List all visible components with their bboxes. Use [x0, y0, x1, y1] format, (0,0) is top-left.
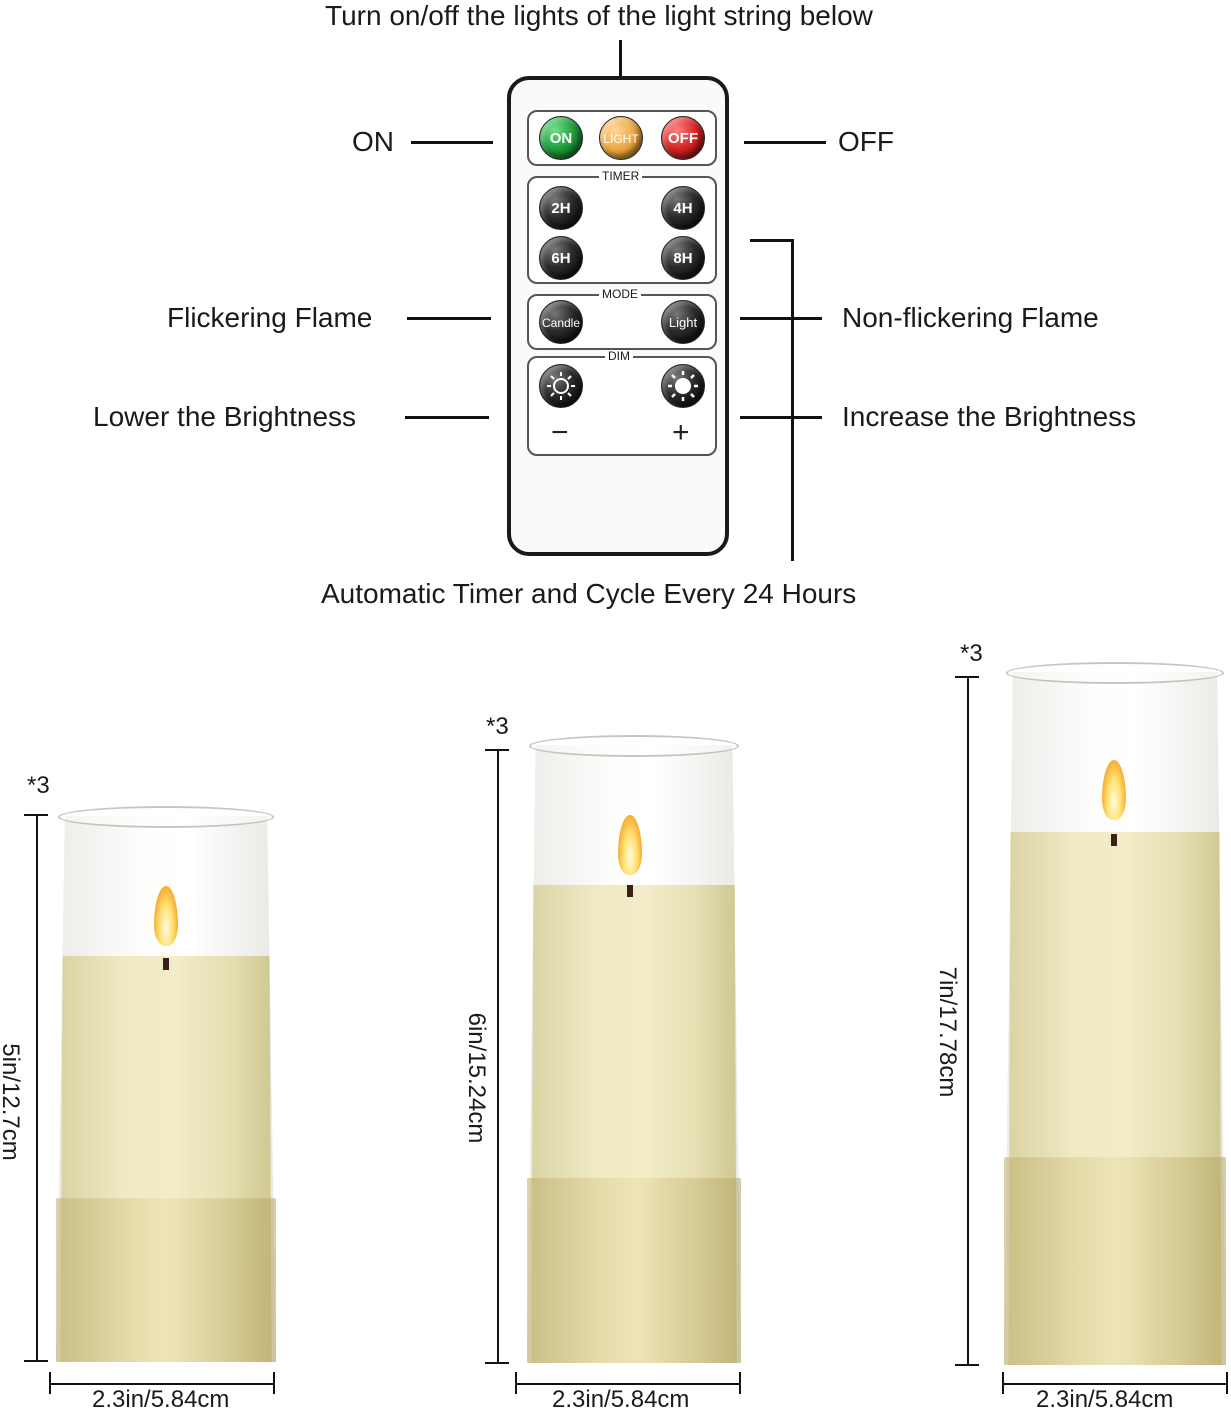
- remote-control: ON LIGHT OFF TIMER 2H 4H 6H 8H MODE Cand…: [507, 76, 729, 556]
- candle-1-width-cap-right: [273, 1372, 275, 1394]
- callout-lower-line: [405, 416, 489, 419]
- on-button[interactable]: ON: [539, 116, 583, 160]
- candle-1-height-line: [36, 815, 38, 1360]
- candle-1-rim: [58, 806, 274, 828]
- off-button[interactable]: OFF: [661, 116, 705, 160]
- candle-3-height-line: [967, 677, 969, 1365]
- candle-1-wick: [163, 958, 169, 970]
- dim-panel: DIM −: [527, 350, 717, 456]
- timer-8h-button[interactable]: 8H: [661, 236, 705, 280]
- candle-3-multiplier: *3: [960, 640, 983, 667]
- callout-lower: Lower the Brightness: [93, 401, 357, 432]
- callout-non-flickering: Non-flickering Flame: [842, 302, 1099, 333]
- callout-on: ON: [352, 126, 394, 157]
- candle-mode-button[interactable]: Candle: [539, 300, 583, 344]
- top-label: Turn on/off the lights of the light stri…: [325, 0, 873, 31]
- dim-minus-sign: −: [551, 416, 569, 449]
- candle-1-height-cap-top: [24, 814, 48, 816]
- top-connector-line: [619, 40, 622, 77]
- callout-off: OFF: [838, 126, 894, 157]
- candle-2-base: [527, 1177, 741, 1363]
- candle-3: [1004, 662, 1226, 1365]
- candle-3-width-line: [1003, 1383, 1227, 1385]
- callout-flickering-line: [407, 317, 491, 320]
- timer-4h-button[interactable]: 4H: [661, 186, 705, 230]
- dim-plus-sign: +: [672, 416, 690, 449]
- mode-title: MODE: [599, 288, 641, 301]
- candle-3-width-cap-right: [1226, 1372, 1228, 1394]
- timer-bracket-vertical: [791, 239, 794, 561]
- mode-panel: MODE Candle Light: [527, 288, 717, 350]
- timer-title: TIMER: [599, 170, 643, 183]
- candle-2-width-cap-right: [739, 1372, 741, 1394]
- candle-1: [56, 806, 276, 1362]
- candle-3-height-cap-top: [955, 676, 979, 678]
- candle-3-height-cap-bottom: [955, 1364, 979, 1366]
- light-mode-button[interactable]: Light: [661, 300, 705, 344]
- candle-3-rim: [1006, 662, 1224, 684]
- candle-3-width-cap-left: [1002, 1372, 1004, 1394]
- sun-filled-icon: [668, 371, 698, 401]
- callout-flickering: Flickering Flame: [167, 302, 373, 333]
- candle-2: [527, 735, 741, 1363]
- candle-2-height-cap-bottom: [485, 1362, 509, 1364]
- candle-3-flame: [1102, 760, 1126, 820]
- timer-panel: TIMER 2H 4H 6H 8H: [527, 170, 717, 284]
- timer-bracket-top: [750, 239, 792, 242]
- sun-outline-icon: [547, 372, 575, 400]
- callout-increase-line: [740, 416, 822, 419]
- candle-2-rim: [529, 735, 739, 757]
- candle-1-width-cap-left: [49, 1372, 51, 1394]
- candle-2-multiplier: *3: [486, 713, 509, 740]
- timer-2h-button[interactable]: 2H: [539, 186, 583, 230]
- bottom-label: Automatic Timer and Cycle Every 24 Hours: [321, 578, 857, 609]
- candle-2-height-label: 6in/15.24cm: [463, 1012, 490, 1144]
- candle-3-width-label: 2.3in/5.84cm: [1036, 1386, 1174, 1413]
- candle-2-width-line: [516, 1383, 740, 1385]
- callout-increase: Increase the Brightness: [842, 401, 1137, 432]
- candle-2-width-cap-left: [515, 1372, 517, 1394]
- dim-title: DIM: [605, 350, 633, 363]
- dim-up-button[interactable]: [661, 364, 705, 408]
- candle-1-multiplier: *3: [27, 772, 50, 799]
- callout-on-line: [411, 141, 493, 144]
- candle-3-base: [1004, 1157, 1226, 1365]
- candle-2-wick: [627, 885, 633, 897]
- candle-1-width-label: 2.3in/5.84cm: [92, 1386, 230, 1413]
- power-panel: ON LIGHT OFF: [527, 110, 717, 166]
- candle-2-height-cap-top: [485, 749, 509, 751]
- candle-2-width-label: 2.3in/5.84cm: [552, 1386, 690, 1413]
- candle-1-height-cap-bottom: [24, 1360, 48, 1362]
- light-button[interactable]: LIGHT: [599, 116, 643, 160]
- callout-off-line: [744, 141, 826, 144]
- candle-2-height-line: [497, 750, 499, 1363]
- candle-3-height-label: 7in/17.78cm: [934, 966, 961, 1098]
- candle-3-wick: [1111, 834, 1117, 846]
- candle-1-height-label: 5in/12.7cm: [0, 1043, 24, 1161]
- dim-down-button[interactable]: [539, 364, 583, 408]
- candle-1-flame: [154, 886, 178, 946]
- callout-non-flickering-line: [740, 317, 822, 320]
- timer-6h-button[interactable]: 6H: [539, 236, 583, 280]
- candle-1-width-line: [50, 1383, 274, 1385]
- candle-2-flame: [618, 815, 642, 875]
- candle-1-base: [56, 1198, 276, 1362]
